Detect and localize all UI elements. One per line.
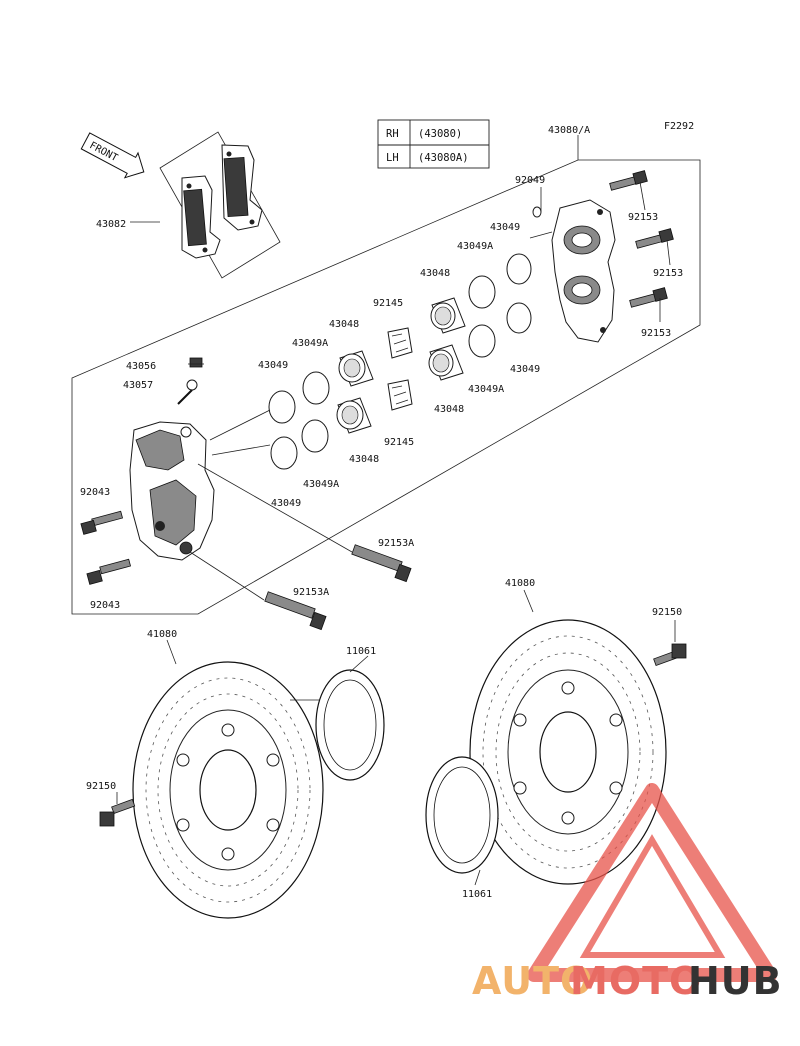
label-92145-1: 92145 xyxy=(373,298,403,309)
label-92043-a: 92043 xyxy=(80,487,110,498)
label-43048-r1: 43048 xyxy=(420,268,450,279)
table-side-rh: RH xyxy=(386,128,399,140)
seal-ring-icon xyxy=(506,302,532,334)
part-labels: 43080/A 92049 92153 92153 92153 43049 43… xyxy=(80,125,683,900)
label-92153a-b: 92153A xyxy=(293,587,329,598)
label-43049a-m: 43049A xyxy=(292,338,328,349)
watermark-part-auto: AUTO xyxy=(472,959,593,1003)
label-43048-m: 43048 xyxy=(329,319,359,330)
label-92153-a: 92153 xyxy=(628,212,658,223)
label-43056: 43056 xyxy=(126,361,156,372)
spring-clip-icon xyxy=(387,379,413,411)
gasket-11061-icon xyxy=(425,756,499,874)
label-43082: 43082 xyxy=(96,219,126,230)
watermark-logo: AUTO MOTO HUB xyxy=(472,959,783,1003)
side-table: RH (43080) LH (43080A) xyxy=(377,119,490,169)
piston-icon xyxy=(338,350,374,387)
label-43048-r2: 43048 xyxy=(434,404,464,415)
watermark-triangle-icon xyxy=(527,783,777,982)
gasket-11061-icon xyxy=(315,669,385,781)
table-side-lh: LH xyxy=(386,152,399,164)
brake-pad-icon xyxy=(221,144,263,231)
label-92150-left: 92150 xyxy=(86,781,116,792)
label-41080-left: 41080 xyxy=(147,629,177,640)
brake-disc-left-icon xyxy=(132,661,324,919)
label-92153-b: 92153 xyxy=(653,268,683,279)
bolt-92153-icon xyxy=(635,228,674,249)
bolt-92153-icon xyxy=(629,287,668,308)
brake-disc-right-icon xyxy=(469,619,667,885)
caliper-left-body-icon xyxy=(129,421,215,561)
label-43049a-r2: 43049A xyxy=(468,384,504,395)
label-92153a-a: 92153A xyxy=(378,538,414,549)
label-11061-b: 11061 xyxy=(462,889,492,900)
label-43048-r3: 43048 xyxy=(349,454,379,465)
figure-code: F2292 xyxy=(664,121,694,132)
label-92145-2: 92145 xyxy=(384,437,414,448)
seal-ring-icon xyxy=(268,390,296,424)
piston-icon xyxy=(428,344,464,381)
washer-92049-icon xyxy=(532,206,542,218)
bolt-92043-icon xyxy=(80,510,124,535)
seal-ring-icon xyxy=(506,253,532,285)
bolt-92153a-icon xyxy=(264,591,327,631)
seal-ring-icon xyxy=(468,275,496,309)
bleed-cap-icon xyxy=(177,357,203,405)
label-92150-right: 92150 xyxy=(652,607,682,618)
brake-pads-group xyxy=(130,131,281,279)
label-43057: 43057 xyxy=(123,380,153,391)
label-43049a-r1: 43049A xyxy=(457,241,493,252)
leader-lines-lower xyxy=(116,589,676,886)
label-43080a: 43080/A xyxy=(548,125,590,136)
piston-icon xyxy=(336,397,372,434)
label-43049a-r3: 43049A xyxy=(303,479,339,490)
label-11061-a: 11061 xyxy=(346,646,376,657)
seal-ring-icon xyxy=(302,371,330,405)
table-part-rh: (43080) xyxy=(418,128,462,140)
caliper-right-half-icon xyxy=(551,199,616,343)
seal-ring-icon xyxy=(468,324,496,358)
piston-icon xyxy=(430,297,466,334)
label-43049-r1: 43049 xyxy=(490,222,520,233)
bolt-92150-icon xyxy=(653,643,687,667)
label-92049: 92049 xyxy=(515,175,545,186)
label-43049-m: 43049 xyxy=(258,360,288,371)
label-92043-b: 92043 xyxy=(90,600,120,611)
label-43049-r2: 43049 xyxy=(510,364,540,375)
seal-ring-icon xyxy=(301,419,329,453)
spring-clip-icon xyxy=(387,327,413,359)
label-41080-right: 41080 xyxy=(505,578,535,589)
bolt-92150-icon xyxy=(99,798,136,827)
bolt-92153-icon xyxy=(609,170,648,191)
label-43049-l: 43049 xyxy=(271,498,301,509)
brake-pad-icon xyxy=(181,175,221,259)
table-part-lh: (43080A) xyxy=(418,152,469,164)
watermark-part-hub: HUB xyxy=(688,959,783,1003)
seal-ring-icon xyxy=(270,436,298,470)
bolt-92153a-icon xyxy=(351,544,412,583)
front-arrow-icon: FRONT xyxy=(80,132,145,179)
watermark-part-moto: MOTO xyxy=(570,959,702,1003)
bolt-92043-icon xyxy=(86,558,132,585)
label-92153-c: 92153 xyxy=(641,328,671,339)
leader-lines xyxy=(188,181,671,601)
